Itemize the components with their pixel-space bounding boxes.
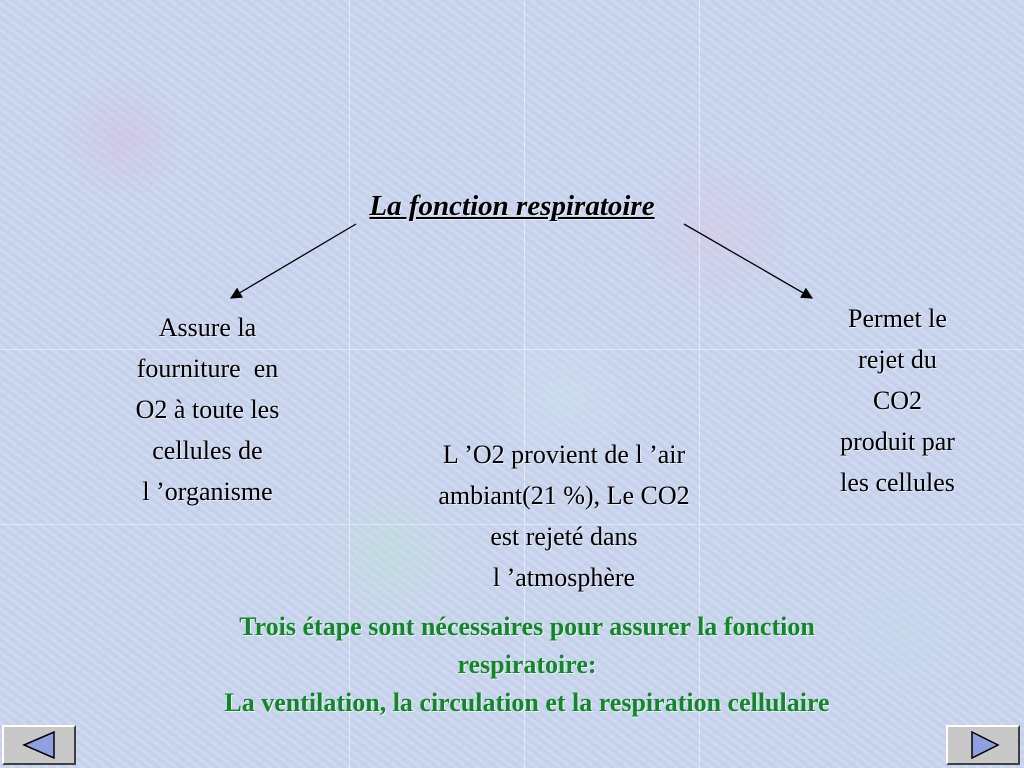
grid-line bbox=[524, 0, 525, 768]
grid-line bbox=[0, 524, 1024, 525]
text-line: les cellules bbox=[840, 468, 955, 497]
slide-title: La fonction respiratoire bbox=[369, 190, 655, 222]
left-branch-text: Assure la fourniture en O2 à toute les c… bbox=[100, 307, 315, 512]
right-branch-text: Permet le rejet du CO2 produit par les c… bbox=[800, 298, 995, 503]
text-line: Permet le bbox=[848, 304, 947, 333]
grid-line bbox=[699, 0, 700, 768]
conclusion-line: La ventilation, la circulation et la res… bbox=[224, 688, 830, 717]
grid-line bbox=[0, 349, 1024, 350]
text-line: l ’organisme bbox=[142, 477, 273, 506]
text-line: CO2 bbox=[872, 386, 923, 415]
text-line: l ’atmosphère bbox=[492, 563, 636, 592]
text-line: produit par bbox=[840, 427, 955, 456]
previous-triangle-icon bbox=[22, 730, 55, 760]
text-line: Assure la bbox=[158, 313, 257, 342]
text-line: est rejeté dans bbox=[490, 522, 638, 551]
conclusion-text: Trois étape sont nécessaires pour assure… bbox=[112, 608, 942, 722]
conclusion-line: respiratoire: bbox=[457, 650, 597, 679]
text-line: O2 à toute les bbox=[135, 395, 280, 424]
text-line: fourniture en bbox=[136, 354, 279, 383]
next-slide-button[interactable] bbox=[946, 725, 1020, 765]
arrow-left bbox=[229, 223, 357, 299]
grid-line bbox=[349, 0, 350, 768]
conclusion-line: Trois étape sont nécessaires pour assure… bbox=[239, 612, 815, 641]
center-text: L ’O2 provient de l ’air ambiant(21 %), … bbox=[384, 434, 744, 598]
arrow-right bbox=[683, 223, 814, 299]
text-line: rejet du bbox=[858, 345, 937, 374]
text-line: ambiant(21 %), Le CO2 bbox=[438, 481, 690, 510]
text-line: cellules de bbox=[152, 436, 263, 465]
next-triangle-icon bbox=[971, 730, 1000, 760]
previous-slide-button[interactable] bbox=[2, 725, 76, 765]
text-line: L ’O2 provient de l ’air bbox=[442, 440, 686, 469]
